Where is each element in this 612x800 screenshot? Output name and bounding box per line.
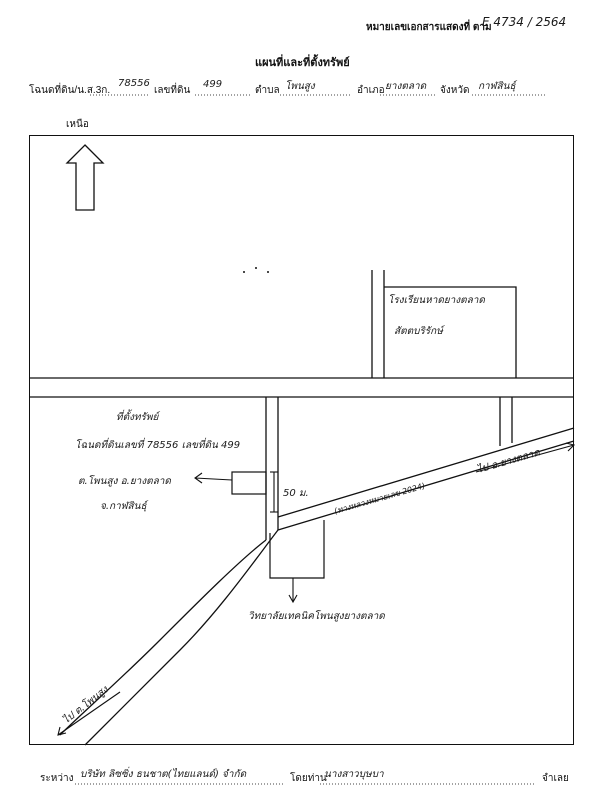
lane-to-property xyxy=(265,397,279,540)
footer-company: บริษัท ลิซซิ่ง ธนชาต(ไทยแลนด์) จำกัด xyxy=(80,769,247,780)
school-label: โรงเรียนหาดยางตลาด xyxy=(388,294,485,306)
property-line-1: โฉนดที่ดินเลขที่ 78556 เลขที่ดิน 499 xyxy=(75,437,240,451)
footer-prefix: ระหว่าง xyxy=(40,773,74,784)
main-road xyxy=(29,377,574,398)
east-arrow-icon xyxy=(475,442,576,473)
west-arrow-icon xyxy=(57,691,121,736)
subdistrict-value: โพนสูง xyxy=(285,81,315,92)
map-frame xyxy=(29,135,574,745)
distance-label: 50 ม. xyxy=(283,488,309,499)
distance-bracket xyxy=(270,471,278,513)
form-number-label: หมายเลขเอกสารแสดงที่ ตาม xyxy=(366,22,492,33)
footer-dotted-underline xyxy=(75,783,536,785)
college-label: วิทยาลัยเทคนิคโพนสูงยางตลาด xyxy=(248,610,385,622)
property-line-3: จ.กาฬสินธุ์ xyxy=(100,500,149,512)
deed-label: โฉนดที่ดิน/น.ส.3ก. xyxy=(29,85,111,96)
property-arrow-icon xyxy=(194,472,233,484)
college-arrow-icon xyxy=(288,578,298,604)
land-no-value: 499 xyxy=(203,79,223,90)
deed-value: 78556 xyxy=(118,78,150,89)
location-dotted-underline xyxy=(90,94,545,96)
school-label-2: สัตตบริรักษ์ xyxy=(394,325,445,337)
district-label: อำเภอ xyxy=(357,85,385,96)
property-line-2: ต.โพนสูง อ.ยางตลาด xyxy=(78,475,171,487)
dot-marks xyxy=(243,267,269,273)
page-title: แผนที่และที่ตั้งทรัพย์ xyxy=(255,57,350,69)
form-number-value: E 4734 / 2564 xyxy=(482,15,567,29)
lane-right xyxy=(499,397,513,446)
to-west-label: ไป ต.โพนสูง xyxy=(60,683,111,726)
footer-mid: โดยท่าน xyxy=(290,773,327,784)
subdistrict-label: ตำบล xyxy=(255,85,280,96)
property-title: ที่ตั้งทรัพย์ xyxy=(116,409,160,423)
district-value: ยางตลาด xyxy=(385,81,427,92)
college-box xyxy=(269,520,325,579)
land-no-label: เลขที่ดิน xyxy=(154,85,191,96)
footer-suffix: จำเลย xyxy=(542,773,569,784)
footer-person: นางสาวบุษบา xyxy=(324,769,384,780)
highway-2024 xyxy=(59,427,575,746)
province-value: กาฬสินธุ์ xyxy=(478,81,516,92)
province-label: จังหวัด xyxy=(440,85,470,96)
north-arrow-icon xyxy=(65,144,105,211)
property-box xyxy=(231,471,267,495)
lane-to-school xyxy=(371,270,385,378)
school-box xyxy=(384,286,517,378)
to-east-label: ไป อ.ยางตลาด xyxy=(476,446,542,476)
north-label: เหนือ xyxy=(66,119,89,130)
